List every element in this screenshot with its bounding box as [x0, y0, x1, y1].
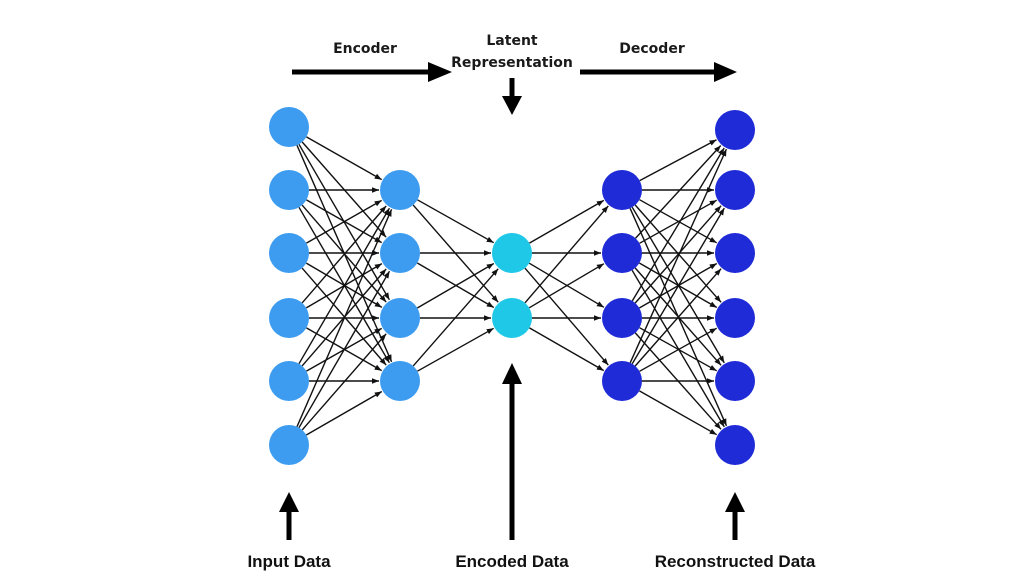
- node-output-5: [715, 425, 755, 465]
- edge-latent-0-to-decoder-hidden-0: [529, 199, 605, 244]
- edge-decoder-hidden-2-to-output-0: [631, 147, 725, 302]
- edge-decoder-hidden-2-to-output-1: [634, 205, 722, 304]
- neuron-nodes: [269, 107, 755, 465]
- decoder-label: Decoder: [619, 41, 685, 57]
- node-decoder-hidden-0: [602, 170, 642, 210]
- encoded-data-arrow: [502, 363, 522, 540]
- node-output-0: [715, 110, 755, 150]
- edge-encoder-hidden-2-to-latent-0: [416, 262, 495, 309]
- edge-latent-0-to-decoder-hidden-3: [524, 267, 609, 366]
- node-latent-1: [492, 298, 532, 338]
- input-data-arrow: [279, 492, 299, 540]
- node-input-1: [269, 170, 309, 210]
- edge-input-3-to-encoder-hidden-0: [301, 205, 387, 304]
- input-data-label: Input Data: [247, 552, 331, 571]
- edge-input-4-to-encoder-hidden-0: [298, 207, 391, 365]
- edge-input-2-to-encoder-hidden-0: [306, 199, 383, 244]
- node-input-3: [269, 298, 309, 338]
- edge-decoder-hidden-3-to-output-1: [631, 207, 725, 365]
- latent-down-arrow: [502, 78, 522, 115]
- edge-decoder-hidden-3-to-output-0: [629, 148, 728, 364]
- edge-latent-1-to-decoder-hidden-0: [524, 205, 609, 304]
- node-input-5: [269, 425, 309, 465]
- latent-label-line2: Representation: [451, 55, 573, 71]
- encoder-arrow: [292, 62, 452, 82]
- node-output-3: [715, 298, 755, 338]
- node-decoder-hidden-3: [602, 361, 642, 401]
- edge-decoder-hidden-1-to-output-0: [634, 145, 722, 239]
- encoder-label: Encoder: [333, 41, 397, 57]
- node-encoder-hidden-1: [380, 233, 420, 273]
- node-decoder-hidden-1: [602, 233, 642, 273]
- node-output-4: [715, 361, 755, 401]
- edge-input-5-to-encoder-hidden-0: [296, 209, 393, 427]
- node-output-2: [715, 233, 755, 273]
- edge-decoder-hidden-0-to-output-0: [639, 139, 717, 182]
- decoder-arrow: [580, 62, 737, 82]
- edge-encoder-hidden-3-to-latent-1: [417, 327, 495, 372]
- node-latent-0: [492, 233, 532, 273]
- edge-latent-1-to-decoder-hidden-3: [529, 327, 605, 372]
- node-output-1: [715, 170, 755, 210]
- edge-decoder-hidden-3-to-output-3: [639, 327, 718, 372]
- node-encoder-hidden-2: [380, 298, 420, 338]
- node-input-0: [269, 107, 309, 147]
- edge-encoder-hidden-0-to-latent-0: [417, 199, 495, 244]
- encoded-data-label: Encoded Data: [455, 552, 569, 571]
- edge-latent-1-to-decoder-hidden-1: [528, 263, 605, 309]
- edge-input-5-to-encoder-hidden-3: [305, 390, 383, 436]
- edge-decoder-hidden-3-to-output-2: [634, 268, 722, 367]
- edge-input-0-to-encoder-hidden-0: [306, 136, 383, 181]
- edge-input-5-to-encoder-hidden-2: [301, 333, 387, 431]
- latent-label-line1: Latent: [486, 33, 538, 49]
- node-input-4: [269, 361, 309, 401]
- edge-encoder-hidden-3-to-latent-0: [412, 268, 499, 367]
- edge-input-5-to-encoder-hidden-1: [298, 270, 391, 429]
- node-decoder-hidden-2: [602, 298, 642, 338]
- connection-edges: [296, 136, 728, 436]
- node-encoder-hidden-3: [380, 361, 420, 401]
- edge-decoder-hidden-3-to-output-5: [639, 390, 718, 436]
- node-encoder-hidden-0: [380, 170, 420, 210]
- reconstructed-data-arrow: [725, 492, 745, 540]
- node-input-2: [269, 233, 309, 273]
- edge-decoder-hidden-1-to-output-1: [639, 199, 718, 244]
- reconstructed-data-label: Reconstructed Data: [655, 552, 816, 571]
